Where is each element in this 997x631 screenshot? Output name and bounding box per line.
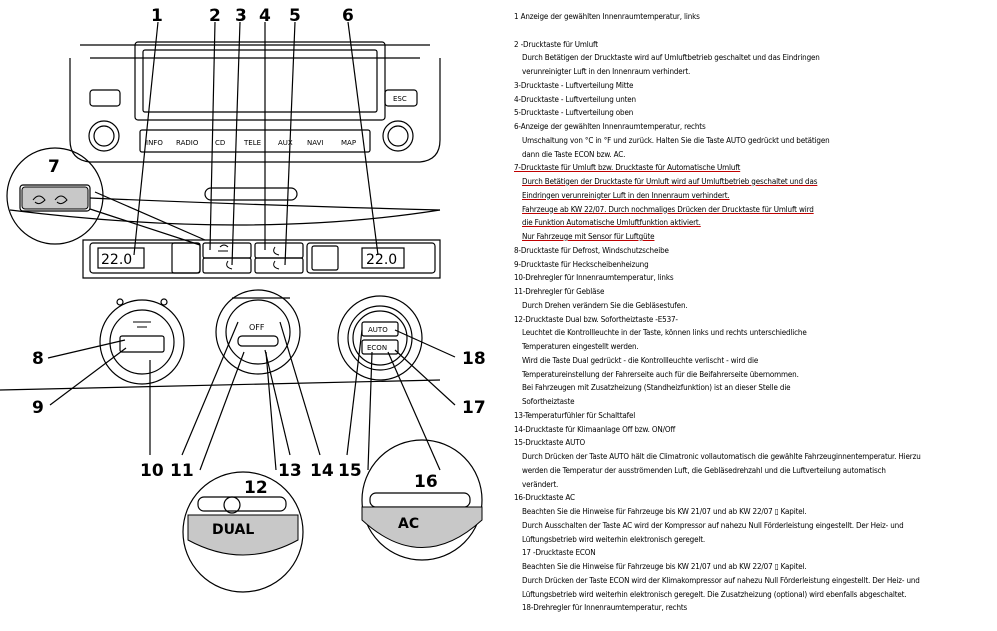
legend-line: 14-Drucktaste für Klimaanlage Off bzw. O… bbox=[514, 424, 676, 434]
legend-line: 11-Drehregler für Gebläse bbox=[514, 287, 605, 296]
callout-8: 8 bbox=[32, 349, 44, 369]
legend-line: 3-Drucktaste - Luftverteilung Mitte bbox=[514, 80, 634, 90]
display-right-temperature: 22.0 bbox=[366, 252, 397, 268]
airflow-middle-icon bbox=[226, 260, 233, 270]
callout-18: 18 bbox=[462, 349, 486, 369]
recirculation-button-icon bbox=[218, 244, 229, 252]
legend-line: 12-Drucktaste Dual bzw. Sofortheiztaste … bbox=[514, 314, 678, 324]
recirculation-icon bbox=[32, 195, 46, 205]
legend-line: Durch Drücken der Taste AUTO hält die Cl… bbox=[522, 452, 921, 461]
callout-16: 16 bbox=[414, 472, 438, 492]
callout-11: 11 bbox=[170, 461, 194, 481]
legend-line: 2 -Drucktaste für Umluft bbox=[514, 39, 598, 49]
dual-button-label: DUAL bbox=[212, 522, 254, 538]
radio-key-map: MAP bbox=[341, 139, 356, 147]
legend-line: Durch Ausschalten der Taste AC wird der … bbox=[522, 520, 904, 530]
legend-line: 16-Drucktaste AC bbox=[514, 493, 575, 503]
legend-line: die Funktion Automatische Umluftfunktion… bbox=[522, 218, 701, 228]
radio-key-navi: NAVI bbox=[307, 139, 323, 147]
callout-1: 1 bbox=[151, 6, 163, 26]
legend-text: 1 Anzeige der gewählten Innenraumtempera… bbox=[514, 10, 994, 615]
callout-9: 9 bbox=[32, 398, 44, 418]
legend-line: Nur Fahrzeuge mit Sensor für Luftgüte bbox=[522, 232, 655, 241]
legend-line: Durch Drücken der Taste ECON wird der Kl… bbox=[522, 575, 920, 585]
defrost-icon bbox=[133, 321, 151, 328]
callout-13: 13 bbox=[278, 461, 302, 481]
callout-4: 4 bbox=[259, 6, 271, 26]
callout-10: 10 bbox=[140, 461, 164, 481]
legend-line: 17 -Drucktaste ECON bbox=[522, 548, 596, 558]
legend-line: Durch Betätigen der Drucktaste für Umluf… bbox=[522, 177, 818, 186]
auto-label: AUTO bbox=[368, 326, 388, 334]
econ-label: ECON bbox=[367, 344, 387, 352]
legend-line: 8-Drucktaste für Defrost, Windschutzsche… bbox=[514, 245, 669, 255]
radio-key-radio: RADIO bbox=[176, 139, 199, 147]
legend-line: 5-Drucktaste - Luftverteilung oben bbox=[514, 108, 634, 118]
legend-line: Lüftungsbetrieb wird weiterhin elektroni… bbox=[522, 589, 907, 599]
ac-button-label: AC bbox=[398, 516, 419, 532]
legend-line: verändert. bbox=[522, 479, 559, 489]
legend-line: Eindringen verunreinigter Luft in den In… bbox=[522, 190, 730, 200]
legend-line: Durch Betätigen der Drucktaste wird auf … bbox=[522, 53, 820, 63]
esc-key: ESC bbox=[393, 95, 407, 103]
display-left-temperature: 22.0 bbox=[101, 252, 132, 268]
legend-line: 15-Drucktaste AUTO bbox=[514, 438, 586, 448]
legend-line: Beachten Sie die Hinweise für Fahrzeuge … bbox=[522, 507, 807, 516]
legend-line bbox=[514, 24, 994, 38]
legend-line: Lüftungsbetrieb wird weiterhin elektroni… bbox=[522, 534, 706, 544]
legend-line: Beachten Sie die Hinweise für Fahrzeuge … bbox=[522, 562, 807, 571]
legend-line: werden die Temperatur der ausströmenden … bbox=[522, 465, 886, 475]
legend-line: 6-Anzeige der gewählten Innenraumtempera… bbox=[514, 122, 706, 131]
radio-key-cd: CD bbox=[215, 139, 225, 147]
legend-line: Sofortheiztaste bbox=[522, 397, 575, 406]
legend-line: Fahrzeuge ab KW 22/07. Durch nochmaliges… bbox=[522, 204, 814, 214]
legend-line: Temperaturen eingestellt werden. bbox=[522, 342, 639, 351]
legend-line: dann die Taste ECON bzw. AC. bbox=[522, 149, 626, 159]
legend-line: 10-Drehregler für Innenraumtemperatur, l… bbox=[514, 273, 674, 283]
airflow-down-icon bbox=[273, 246, 280, 256]
legend-line: Bei Fahrzeugen mit Zusatzheizung (Standh… bbox=[522, 383, 791, 393]
callout-6: 6 bbox=[342, 6, 354, 26]
callout-7: 7 bbox=[48, 157, 60, 177]
legend-line: Durch Drehen verändern Sie die Gebläsest… bbox=[522, 300, 688, 310]
legend-line: Temperatureinstellung der Fahrerseite au… bbox=[522, 369, 799, 379]
auto-recirculation-icon bbox=[54, 195, 68, 205]
climatronic-panel-drawing: 1 2 3 4 5 6 7 8 9 10 11 12 13 14 15 16 1… bbox=[0, 6, 486, 593]
callout-17: 17 bbox=[462, 398, 486, 418]
legend-line: Wird die Taste Dual gedrückt - die Kontr… bbox=[522, 355, 759, 365]
callout-2: 2 bbox=[209, 6, 221, 26]
legend-line: Leuchtet die Kontrollleuchte in der Tast… bbox=[522, 328, 807, 338]
callout-14: 14 bbox=[310, 461, 334, 481]
callout-5: 5 bbox=[289, 6, 301, 26]
radio-key-aux: AUX bbox=[278, 139, 293, 147]
legend-line: Umschaltung von °C in °F und zurück. Hal… bbox=[522, 135, 830, 145]
climatronic-diagram: 1 2 3 4 5 6 7 8 9 10 11 12 13 14 15 16 1… bbox=[0, 0, 500, 627]
radio-key-info: INFO bbox=[146, 139, 163, 147]
radio-key-tele: TELE bbox=[243, 139, 261, 147]
callout-12: 12 bbox=[244, 478, 268, 498]
legend-line: 1 Anzeige der gewählten Innenraumtempera… bbox=[514, 12, 700, 21]
off-label: OFF bbox=[249, 323, 265, 332]
legend-line: 4-Drucktaste - Luftverteilung unten bbox=[514, 94, 636, 104]
legend-line: 9-Drucktaste für Heckscheibenheizung bbox=[514, 259, 649, 269]
legend-line: 13-Temperaturfühler für Schalttafel bbox=[514, 410, 636, 420]
legend-line: 7-Drucktaste für Umluft bzw. Drucktaste … bbox=[514, 163, 741, 173]
airflow-up-icon bbox=[273, 260, 280, 270]
callout-15: 15 bbox=[338, 461, 362, 481]
legend-line: 18-Drehregler für Innenraumtemperatur, r… bbox=[522, 603, 688, 613]
legend-line: verunreinigter Luft in den Innenraum ver… bbox=[522, 67, 691, 76]
callout-3: 3 bbox=[235, 6, 247, 26]
